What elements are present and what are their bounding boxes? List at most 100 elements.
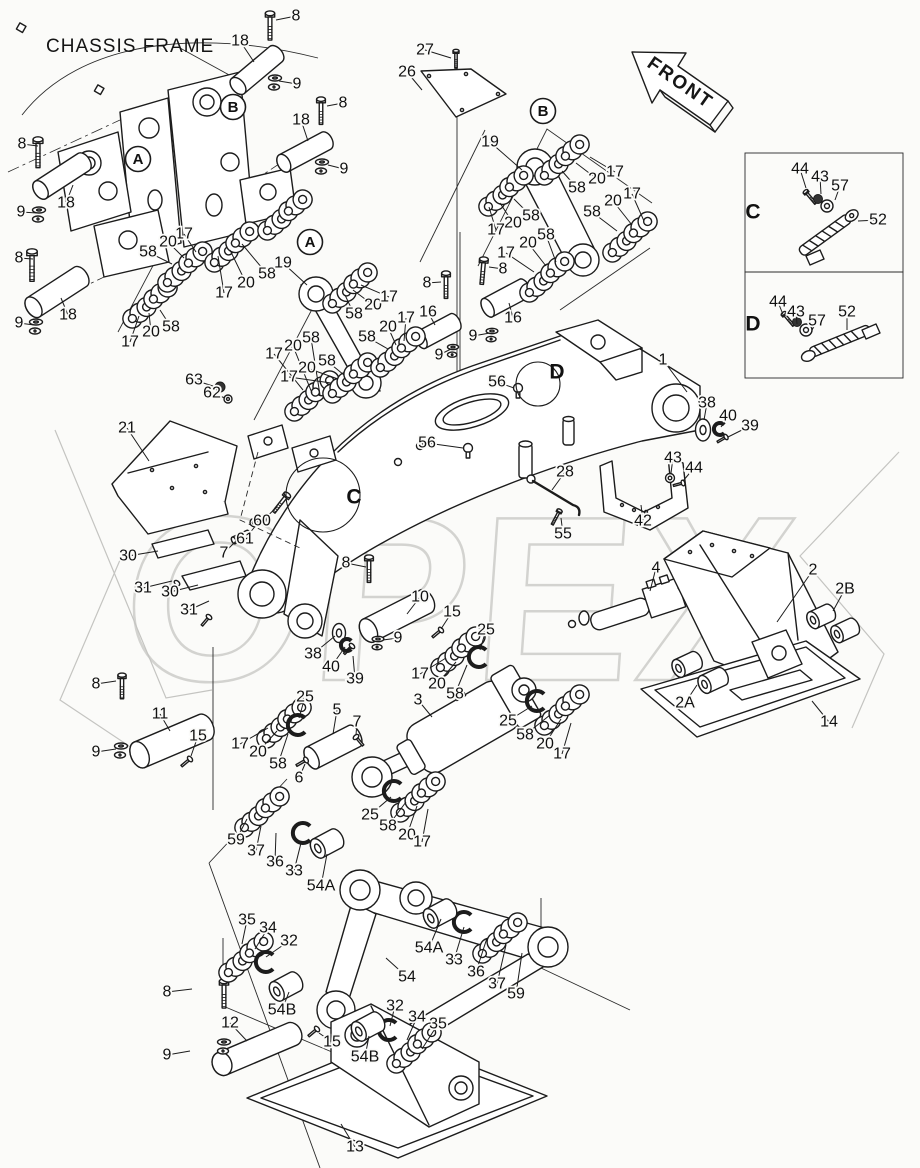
view-letter-B: B [219, 93, 247, 121]
part-label-58: 58 [583, 204, 601, 221]
inset-boxes: CD [744, 152, 904, 379]
leader-line-58 [277, 733, 289, 765]
leader-line-8 [166, 988, 193, 993]
part-label-54A: 54A [415, 940, 444, 957]
part-label-25: 25 [499, 713, 517, 730]
leader-line-9 [278, 80, 298, 85]
part-label-17: 17 [497, 245, 515, 262]
leader-line-32 [265, 940, 290, 958]
view-letter-A: A [124, 145, 152, 173]
leader-line-2 [776, 569, 814, 623]
leader-line-34 [254, 927, 269, 950]
part-label-34: 34 [408, 1009, 426, 1026]
leader-line-8 [345, 562, 367, 568]
leader-line-54A [320, 853, 328, 887]
leader-line-19 [282, 262, 308, 286]
part-label-8: 8 [15, 250, 24, 267]
part-label-20: 20 [504, 215, 522, 232]
part-label-8: 8 [423, 275, 432, 292]
part-label-20: 20 [428, 676, 446, 693]
part-label-58: 58 [302, 330, 320, 347]
part-label-18: 18 [292, 112, 310, 129]
part-label-15: 15 [189, 728, 207, 745]
detail-circle-D: D [515, 361, 565, 407]
leader-line-20 [527, 242, 547, 267]
part-label-25: 25 [477, 622, 495, 639]
leader-line-18 [65, 184, 74, 204]
part-label-9: 9 [435, 347, 444, 364]
part-label-32: 32 [280, 933, 298, 950]
leader-line-17 [419, 657, 447, 675]
part-label-2: 2 [809, 562, 818, 579]
leader-line-1 [662, 359, 688, 393]
part-label-28: 28 [556, 464, 574, 481]
part-label-4: 4 [652, 560, 661, 577]
leader-line-39 [352, 655, 356, 680]
leader-line-58 [159, 309, 172, 328]
leader-line-36 [274, 832, 277, 863]
leader-line-17 [273, 353, 304, 391]
view-letter-circle [529, 97, 557, 125]
leader-line-2B [832, 588, 846, 612]
leader-line-9 [327, 164, 345, 170]
part-label-44: 44 [791, 161, 809, 178]
leader-line-20 [148, 312, 152, 333]
part-label-17: 17 [175, 226, 193, 243]
leader-line-20 [292, 345, 313, 394]
part-label-9: 9 [340, 161, 349, 178]
leader-line-17 [505, 252, 535, 273]
front-arrow: FRONT [631, 51, 734, 133]
leader-line-54 [385, 957, 408, 978]
leader-line-20 [436, 661, 457, 685]
part-label-58: 58 [568, 180, 586, 197]
part-label-2B: 2B [835, 581, 855, 598]
detail-circle-letter: D [549, 361, 564, 384]
leader-line-60 [261, 506, 278, 522]
part-label-17: 17 [280, 369, 298, 386]
leader-line-58 [591, 211, 618, 232]
part-label-9: 9 [469, 328, 478, 345]
part-label-15: 15 [323, 1034, 341, 1051]
part-label-9: 9 [163, 1047, 172, 1064]
part-label-9: 9 [92, 744, 101, 761]
leader-line-35 [421, 1023, 439, 1050]
leader-line-20 [499, 202, 514, 224]
leader-line-2A [684, 684, 698, 704]
part-label-54B: 54B [351, 1049, 379, 1066]
part-label-25: 25 [296, 689, 314, 706]
leader-line-59 [515, 952, 523, 995]
part-label-20: 20 [159, 234, 177, 251]
part-label-20: 20 [364, 297, 382, 314]
leader-line-16 [508, 302, 514, 319]
part-label-58: 58 [258, 266, 276, 283]
leader-line-15 [190, 735, 199, 757]
leader-line-8 [21, 143, 39, 147]
leader-line-34 [406, 1016, 418, 1041]
part-label-38: 38 [698, 395, 716, 412]
leader-line-26 [406, 71, 423, 91]
part-label-17: 17 [606, 164, 624, 181]
view-letter-text: A [305, 234, 316, 251]
leader-line-37 [496, 944, 507, 985]
leader-line-10 [406, 596, 421, 615]
leader-line-54A [428, 918, 442, 949]
leader-line-28 [551, 471, 566, 491]
part-label-44: 44 [685, 460, 703, 477]
cylinder-3-drawing [351, 664, 542, 798]
part-label-20: 20 [519, 235, 537, 252]
part-label-55: 55 [554, 526, 572, 543]
leader-line-54B [281, 991, 290, 1011]
leader-line-17 [288, 376, 332, 384]
part-label-3: 3 [414, 692, 423, 709]
part-label-8: 8 [292, 8, 301, 25]
part-label-58: 58 [139, 244, 157, 261]
part-label-8: 8 [339, 95, 348, 112]
part-label-20: 20 [588, 171, 606, 188]
leader-line-17 [217, 255, 225, 294]
part-label-59: 59 [507, 986, 525, 1003]
leader-line-54B [364, 1035, 370, 1058]
leader-line-17 [421, 808, 429, 843]
part-label-33: 33 [445, 952, 463, 969]
part-label-17: 17 [380, 289, 398, 306]
